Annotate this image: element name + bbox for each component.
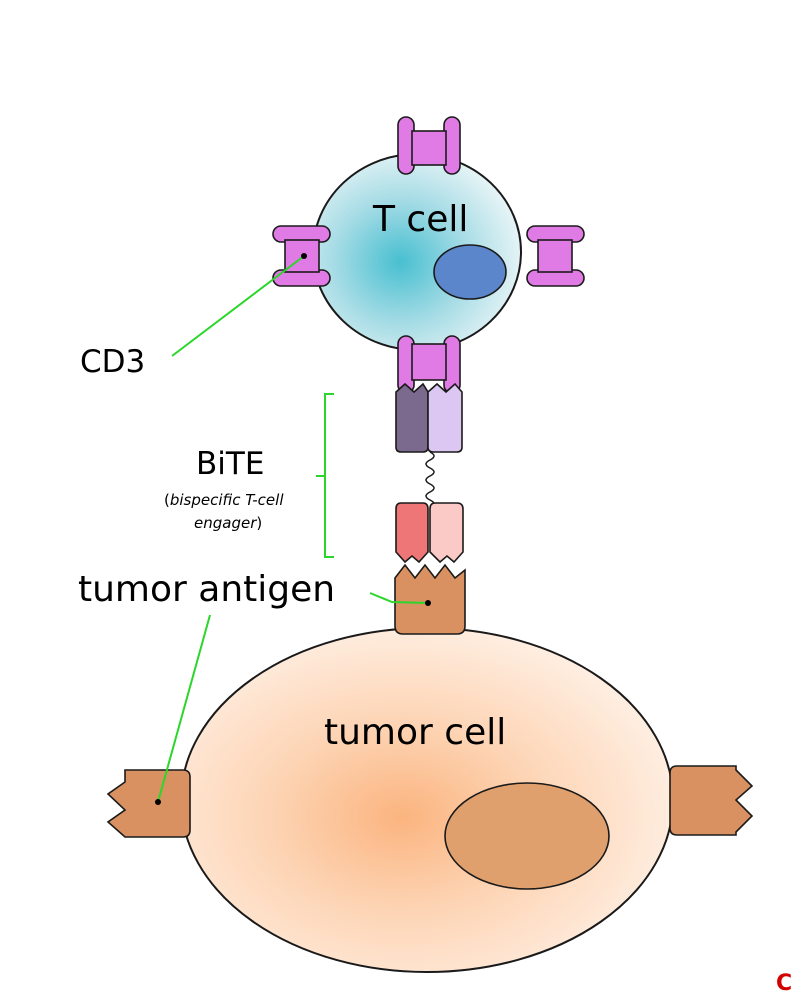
bite-description-text-2: engager [194,514,257,532]
leader-lines [155,253,431,805]
t-cell [312,153,522,351]
cd3-receptor-right [526,225,585,287]
corner-mark: C [776,971,792,996]
tumor-cell-nucleus [444,782,610,890]
bite-description-line1: (bispecific T-cell [164,491,284,509]
tumor-antigen-label: tumor antigen [78,569,335,610]
bite-anti-cd3-dark-domain [395,382,429,453]
bite-linker [425,451,435,507]
cd3-leader-line [171,255,305,357]
t-cell-label: T cell [372,199,468,240]
bite-anti-cd3-light-domain [427,382,463,453]
cd3-receptor-top [397,116,461,175]
tumor-antigen-right [669,765,754,836]
t-cell-nucleus [433,244,507,300]
bite-description-line2: engager) [194,514,262,532]
bite-anti-tumor-dark-domain [395,502,429,564]
bite-anti-tumor-light-domain [429,502,464,564]
bite-label: BiTE [196,446,264,482]
tumor-antigen-left-leader-line [157,614,211,803]
cd3-label: CD3 [80,344,145,380]
paren-open: ( [164,491,170,509]
paren-close: ) [256,514,262,532]
bite-description-text-1: bispecific T-cell [170,491,284,509]
bite-bracket [316,393,334,558]
tumor-cell-label: tumor cell [324,712,506,753]
tumor-antigen-leader-line [369,592,429,604]
bite-molecule [395,382,464,564]
cd3-receptor-bottom [397,335,461,394]
tumor-cell [180,627,674,973]
tumor-antigen-top [394,563,466,635]
tumor-antigen-left [106,769,191,838]
